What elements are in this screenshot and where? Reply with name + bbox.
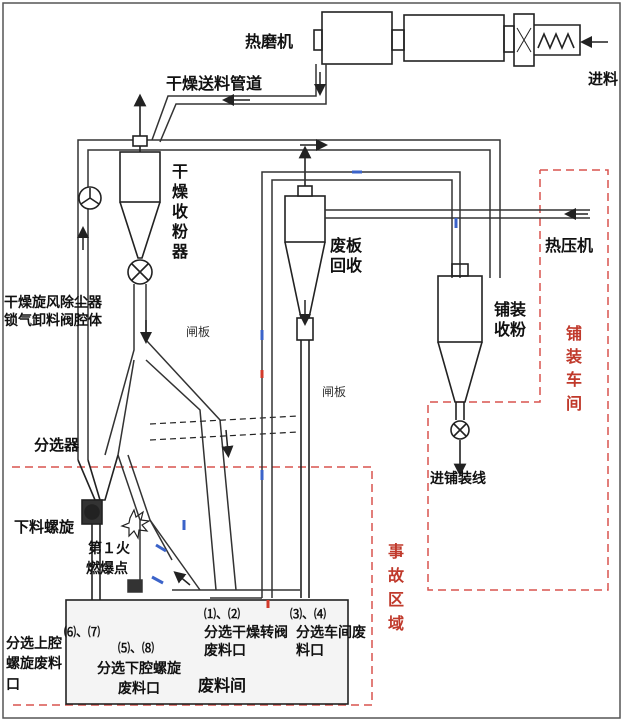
label-hot-press: 热压机 [545,236,594,255]
return-pipe [77,139,501,460]
label-explosion-point: 燃爆点 [86,561,128,577]
label-separator: 分选器 [34,436,80,454]
label-port-5-8: ⑸、⑻ [118,641,155,655]
forming-workshop-border [427,169,609,591]
label-feed: 进料 [588,70,619,88]
bottom-feed-pipes [172,589,300,599]
waste-room-box [65,599,349,705]
hot-press-line [325,209,590,219]
damper-dashed [149,415,299,441]
label-damper-2: 闸板 [322,385,347,399]
label-dry-cyclone-powder: 干燥收粉器 [172,162,189,261]
down-arrow-2 [221,429,234,458]
label-first-fire: 第１火 [88,541,130,557]
label-waste-board-recovery: 废板回收 [330,236,363,275]
flow-accents [151,170,458,608]
dry-conveying-pipe [151,64,327,143]
label-sort-dry-rotary-waste: 分选干燥转阀废料口 [204,625,288,660]
label-sort-workshop-waste: 分选车间废料口 [296,625,366,660]
label-forming-workshop: 铺装车间 [566,324,583,413]
lower-chamber-branch [117,454,201,593]
label-forming-powder: 铺装收粉 [494,300,527,339]
label-lower-chamber-waste: 分选下腔螺旋废料口 [97,661,181,697]
label-dry-conveying-pipe: 干燥送料管道 [166,74,263,93]
label-waste-room: 废料间 [198,676,247,695]
label-damper-1: 闸板 [186,325,211,339]
label-port-1-2: ⑴、⑵ [204,607,241,621]
fan-icon [78,186,102,210]
label-upper-chamber-waste: 分选上腔螺旋废料口 [6,636,62,693]
separator-unit [77,454,119,600]
label-airlock-valve: 锁气卸料阀腔体 [4,313,102,329]
waste-recovery-cyclone [284,145,326,598]
label-port-6-7: ⑹、⑺ [64,625,101,639]
label-port-3-4: ⑶、⑷ [290,607,327,621]
label-discharge-screw: 下料螺旋 [14,518,75,536]
dry-cyclone [119,93,161,285]
explosion-star-icon [120,508,151,540]
label-accident-zone: 事故区域 [388,542,405,633]
label-hot-mill: 热磨机 [245,32,294,51]
dry-downcomer [104,284,237,591]
label-to-forming-line: 进铺装线 [430,471,486,487]
hot-mill-machine [313,11,581,67]
bottom-arrow [173,571,191,586]
label-dry-cyclone-arrester: 干燥旋风除尘器 [4,295,102,311]
forming-cyclone [437,263,483,477]
